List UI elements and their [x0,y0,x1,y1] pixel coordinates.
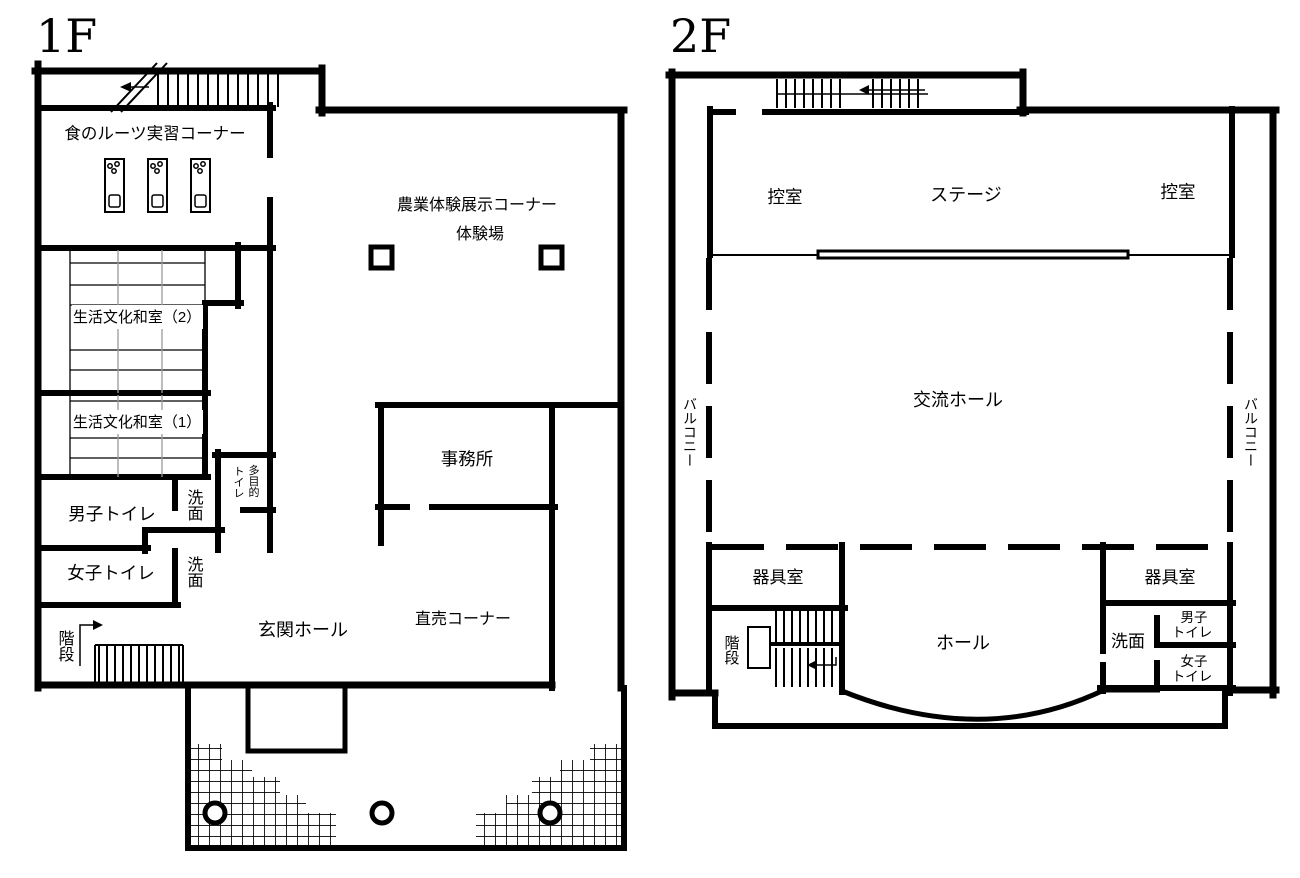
entrance-vestibule [245,683,348,754]
room-label-washitsu1: 生活文化和室（1） [73,414,201,431]
stage-edge [816,249,1130,260]
planting-hatch-right [476,744,622,846]
room-label-waiting-left: 控室 [768,187,803,207]
room-label-mens-toilet-2f-2: トイレ [1172,625,1213,640]
cooking-counter [147,158,168,213]
walls-2f-interior [706,106,1236,729]
room-label-stairs-2f: 階段 [723,635,740,665]
stairs-1f-lower [79,620,184,685]
hall-curved-edge [841,687,1160,722]
pillar-circle [369,800,395,826]
room-label-equipment-right: 器具室 [1145,568,1196,587]
room-label-entrance-hall: 玄関ホール [258,620,348,640]
planting-hatch-left [190,744,336,846]
porch-outline [185,685,627,851]
room-label-multi-toilet-1: 多目的 [247,463,260,498]
floorplan-1f: 1F [31,9,628,851]
tatami-room-2 [69,250,206,393]
room-label-washbasin-2f: 洗面 [1111,632,1145,651]
tatami-room-1 [69,395,205,477]
room-label-stairs-1f: 階段 [56,630,75,662]
walls-1f-interior [35,102,624,691]
stair-arrow-icon [93,620,103,630]
stairs-2f-lower [747,610,842,687]
floorplan-2f: 2F 控室 ステージ 控室 [665,9,1280,729]
room-label-office: 事務所 [441,449,494,469]
floor1-title: 1F [36,9,97,63]
column-square [368,244,395,271]
room-label-balcony-right: バルコニー [1243,397,1259,467]
room-label-womens-toilet-2f-2: トイレ [1172,669,1213,684]
room-label-washbasin-upper: 洗面 [185,489,204,521]
room-label-womens-toilet-1f: 女子トイレ [67,563,155,583]
cooking-counter [190,158,211,213]
room-label-equipment-left: 器具室 [753,568,804,587]
room-label-cooking: 食のルーツ実習コーナー [64,124,245,143]
room-label-washbasin-lower: 洗面 [185,556,204,588]
room-label-mens-toilet-1f: 男子トイレ [68,504,156,524]
room-label-hall-small: ホール [936,633,990,653]
room-label-mens-toilet-2f-1: 男子 [1181,610,1208,625]
stairs-2f-top [776,79,928,108]
cooking-counter [104,158,125,213]
stair-arrow-icon [807,660,817,670]
room-label-multi-toilet-2: トイレ [232,466,244,499]
floor2-title: 2F [670,9,731,63]
room-label-waiting-right: 控室 [1161,182,1196,202]
room-label-agri-1: 農業体験展示コーナー [397,196,557,214]
stair-arrow-icon [859,85,869,95]
room-label-hall-main: 交流ホール [913,390,1003,410]
walls-1f-outer [31,60,628,692]
pillar-circle [202,800,228,826]
room-label-sales: 直売コーナー [415,610,511,628]
room-label-washitsu2: 生活文化和室（2） [73,309,201,326]
stair-arrow-icon [120,82,131,92]
room-label-balcony-left: バルコニー [682,397,698,467]
pillar-circle [537,800,563,826]
room-label-stage: ステージ [930,185,1002,205]
room-label-womens-toilet-2f-1: 女子 [1181,653,1208,669]
room-label-agri-2: 体験場 [456,225,504,243]
walls-2f-outer [665,68,1280,701]
column-square [538,244,565,271]
stairs-1f-top [110,62,279,113]
